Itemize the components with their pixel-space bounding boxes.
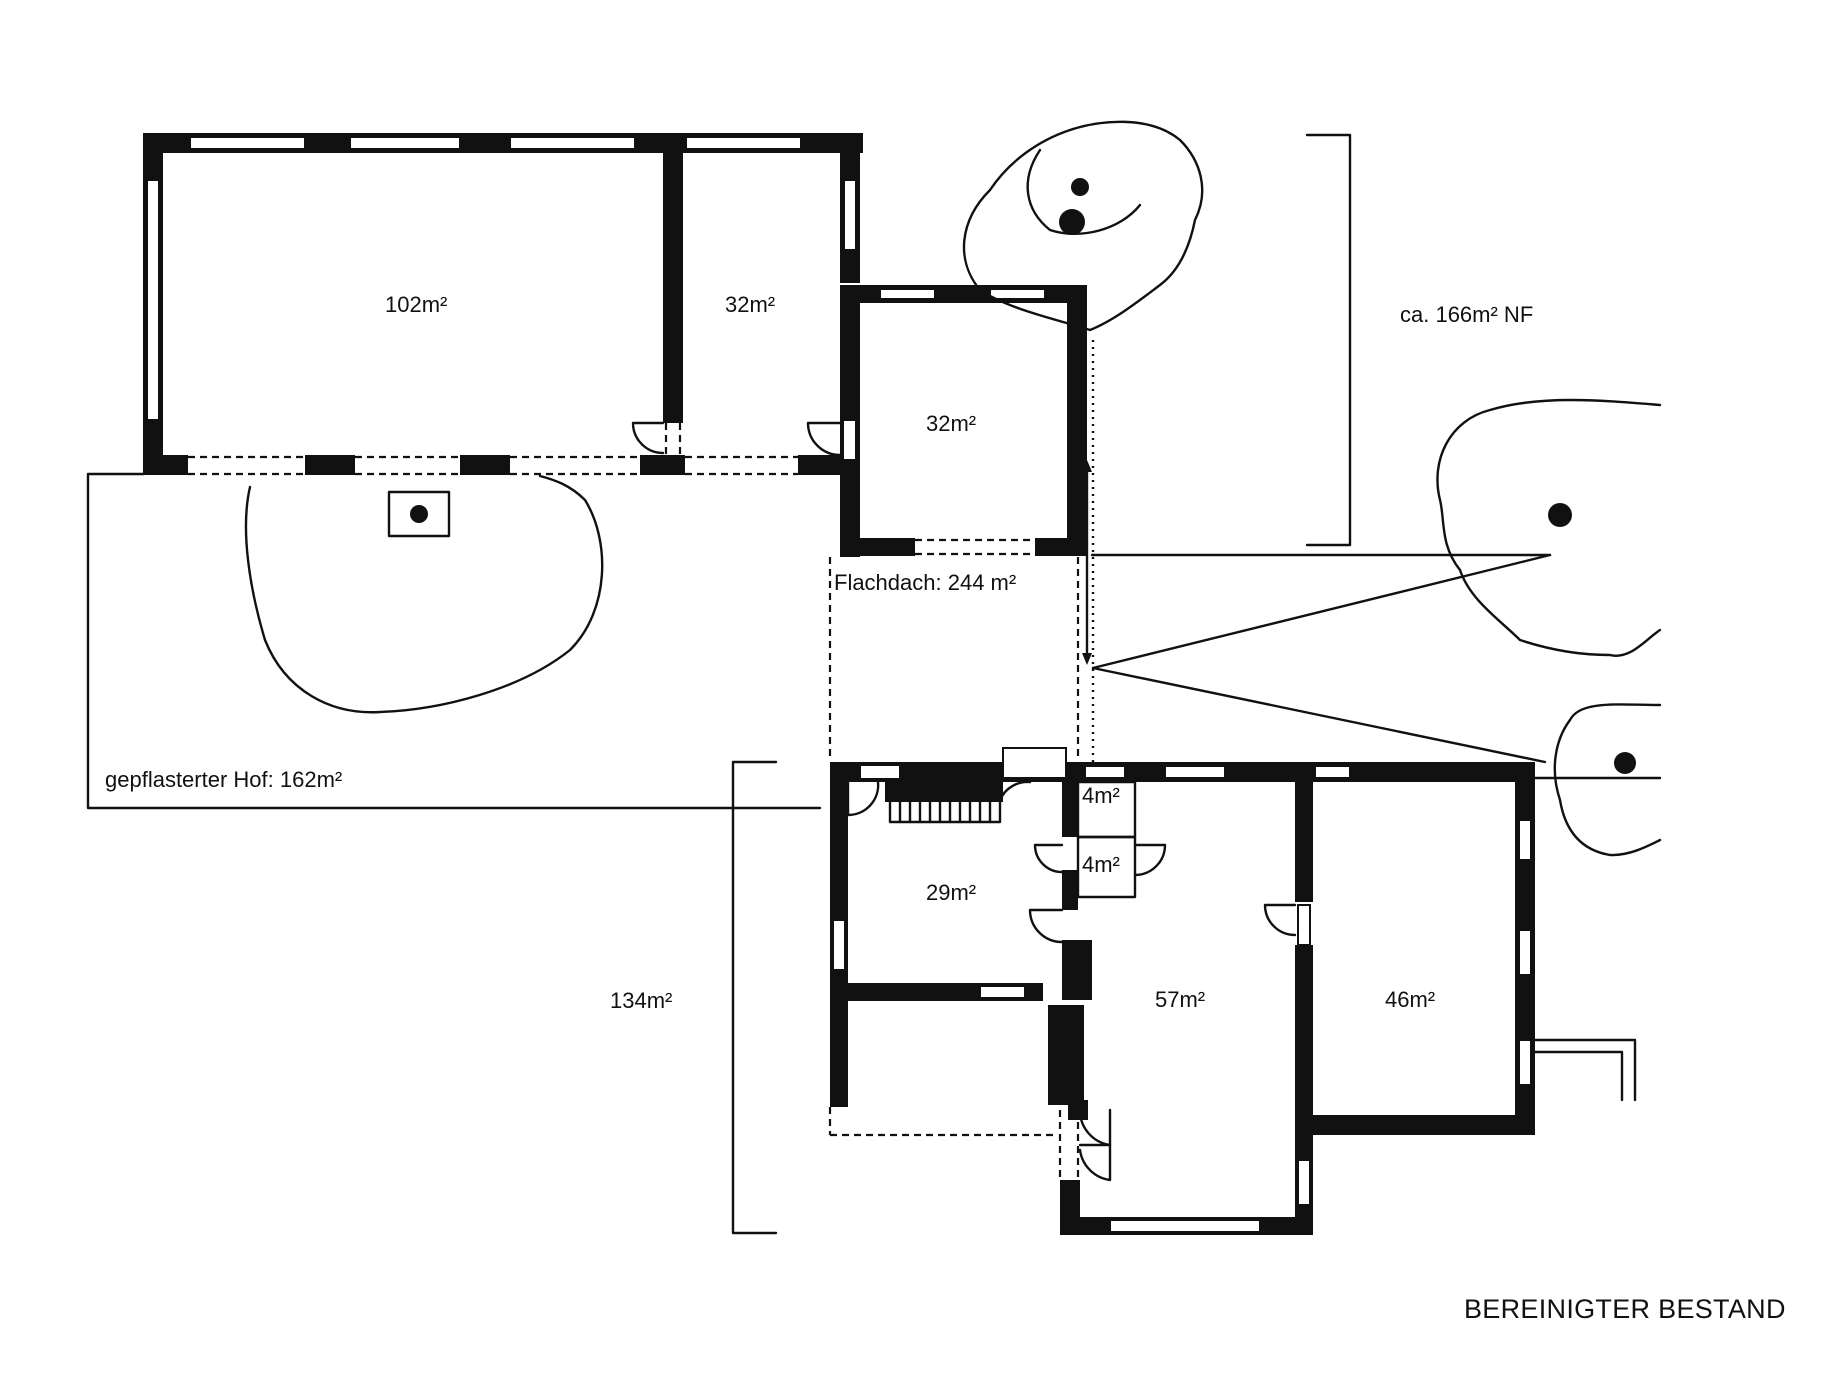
courtyard-tree [244,474,604,714]
room-area-barn-large: 102m² [385,292,448,317]
view-lines [1090,553,1662,780]
stair-treads [888,780,1002,824]
room-area-wc-upper: 4m² [1082,783,1120,808]
annex-walls [840,285,1087,557]
tree-east [1436,398,1662,657]
bracket-lower [731,760,778,1235]
trunk-mark [410,505,428,523]
trunk-mark [1548,503,1572,527]
courtyard-label: gepflasterter Hof: 162m² [105,767,343,792]
room-area-annex: 32m² [926,411,977,436]
upper-total-label: ca. 166m² NF [1400,302,1534,327]
room-area-living: 57m² [1155,987,1206,1012]
bracket-upper [1305,133,1352,547]
lower-total-label: 134m² [610,988,673,1013]
room-area-wc-lower: 4m² [1082,852,1120,877]
room-area-barn-small: 32m² [725,292,776,317]
plan-title: BEREINIGTER BESTAND [1464,1294,1786,1324]
room-area-kitchen: 29m² [926,880,977,905]
trunk-mark [1071,178,1089,196]
room-area-east: 46m² [1385,987,1436,1012]
tree-southeast [1553,703,1662,857]
flat-roof-zone [828,340,1095,770]
house-walls [828,747,1637,1235]
flat-roof-label: Flachdach: 244 m² [834,570,1017,595]
barn-walls [143,133,863,476]
courtyard-outline [86,472,822,810]
tree-north [962,120,1204,332]
trunk-mark [1614,752,1636,774]
trunk-mark [1059,209,1085,235]
